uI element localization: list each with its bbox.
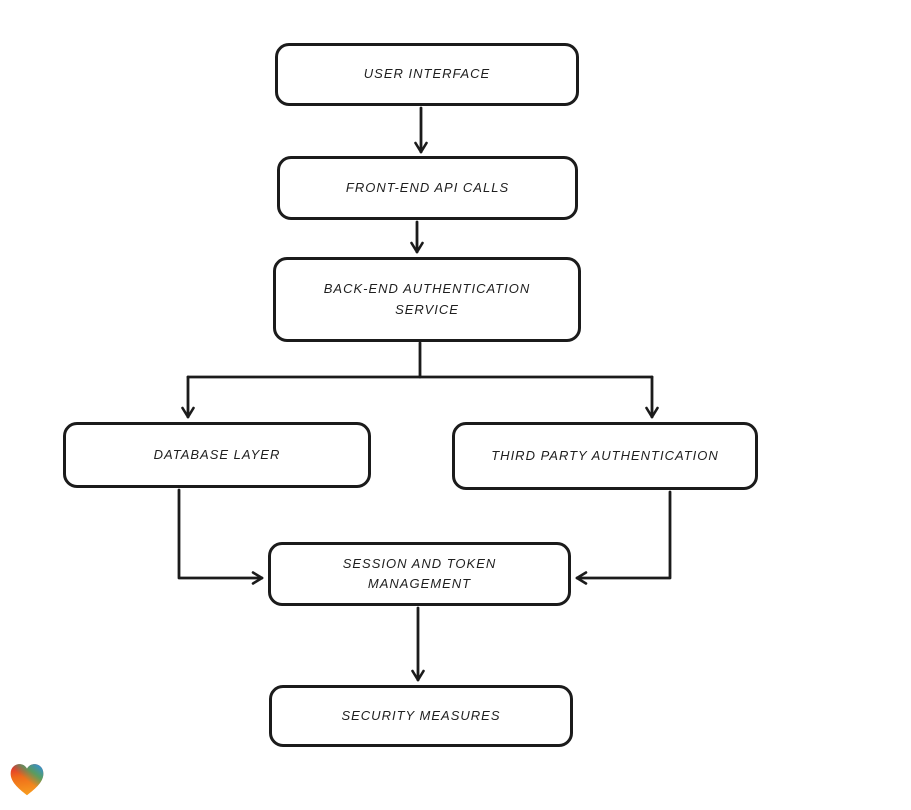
node-user-interface[interactable]: USER INTERFACE — [275, 43, 579, 106]
node-back-end-authentication-service[interactable]: BACK-END AUTHENTICATION SERVICE — [273, 257, 581, 342]
node-label-database-layer: DATABASE LAYER — [153, 446, 281, 462]
node-third-party-authentication[interactable]: THIRD PARTY AUTHENTICATION — [452, 422, 758, 490]
node-session-and-token-management[interactable]: SESSION AND TOKEN MANAGEMENT — [268, 542, 571, 606]
heart-shape-blue-overlay — [10, 764, 44, 796]
node-front-end-api-calls[interactable]: FRONT-END API CALLS — [277, 156, 578, 220]
node-label-security-measures: SECURITY MEASURES — [341, 707, 501, 723]
node-label-session-and-token-management: SESSION AND TOKEN MANAGEMENT — [342, 555, 497, 591]
edge-thirdparty-to-session — [575, 490, 672, 585]
node-label-user-interface: USER INTERFACE — [363, 66, 491, 82]
node-label-back-end-authentication-service: BACK-END AUTHENTICATION SERVICE — [323, 281, 531, 317]
node-database-layer[interactable]: DATABASE LAYER — [63, 422, 371, 488]
edge-database-to-session — [177, 488, 264, 585]
node-label-front-end-api-calls: FRONT-END API CALLS — [345, 179, 510, 195]
node-label-third-party-authentication: THIRD PARTY AUTHENTICATION — [491, 447, 719, 463]
node-security-measures[interactable]: SECURITY MEASURES — [269, 685, 573, 747]
heart-logo — [10, 764, 44, 796]
